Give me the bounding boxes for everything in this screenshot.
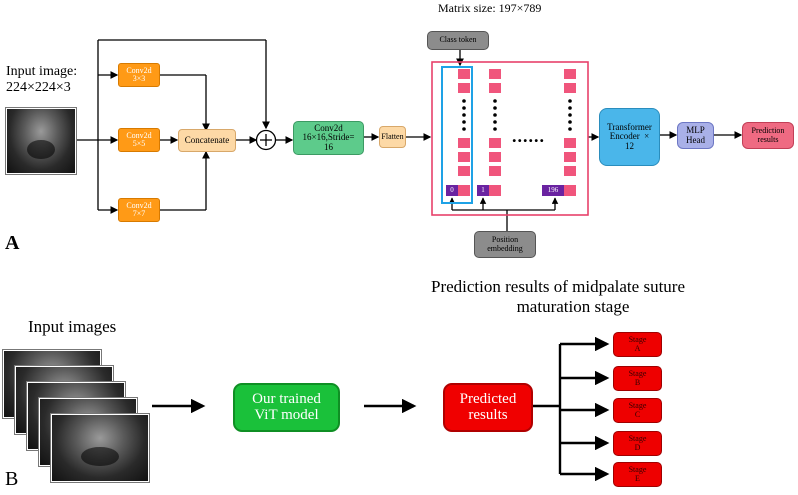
patch-square — [489, 69, 501, 79]
stage-b-box: Stage B — [613, 366, 662, 391]
patch-square — [564, 166, 576, 176]
patch-square — [458, 185, 470, 196]
patch-square — [564, 83, 576, 93]
prediction-title-line1: Prediction results of midpalate suture — [431, 277, 685, 296]
input-scan-5 — [51, 414, 149, 482]
class-token-frame — [441, 66, 473, 204]
transformer-encoder-box: Transformer Encoder × 12 — [599, 108, 660, 166]
conv2d-3x3-box: Conv2d 3×3 — [118, 63, 160, 87]
flatten-box: Flatten — [379, 126, 406, 148]
patch-square — [458, 166, 470, 176]
prediction-title: Prediction results of midpalate suture m… — [431, 277, 698, 318]
conv2d-16x16-box: Conv2d 16×16,Stride= 16 — [293, 121, 364, 155]
matrix-size-label: Matrix size: 197×789 — [438, 1, 542, 15]
mlp-head-box: MLP Head — [677, 122, 714, 149]
patch-sequence-frame — [431, 61, 589, 216]
input-label-line1: Input image: — [6, 64, 78, 79]
prediction-results-box: Prediction results — [742, 122, 794, 149]
patch-square — [489, 152, 501, 162]
stage-c-box: Stage C — [613, 398, 662, 423]
position-token-1: 1 — [477, 185, 489, 196]
position-embedding-box: Position embedding — [474, 231, 536, 258]
trained-vit-model-box: Our trained ViT model — [233, 383, 340, 432]
stage-d-box: Stage D — [613, 431, 662, 456]
patch-square — [564, 138, 576, 148]
position-token-196: 196 — [542, 185, 564, 196]
conv2d-7x7-box: Conv2d 7×7 — [118, 198, 160, 222]
patch-square — [458, 83, 470, 93]
patch-square — [489, 138, 501, 148]
patch-square — [564, 185, 576, 196]
panel-label-b: B — [5, 468, 19, 490]
panel-label-a: A — [5, 232, 20, 254]
patch-square — [458, 138, 470, 148]
input-label: Input image: 224×224×3 — [6, 64, 77, 96]
input-ct-image — [6, 108, 76, 174]
prediction-title-line2: maturation stage — [516, 297, 630, 317]
concatenate-box: Concatenate — [178, 129, 236, 152]
predicted-results-box: Predicted results — [443, 383, 533, 432]
stage-e-box: Stage E — [613, 462, 662, 487]
conv2d-5x5-box: Conv2d 5×5 — [118, 128, 160, 152]
patch-square — [564, 152, 576, 162]
class-token-box: Class token — [427, 31, 489, 50]
patch-square — [564, 69, 576, 79]
patch-square — [458, 152, 470, 162]
input-images-label: Input images — [28, 317, 117, 336]
patch-square — [489, 185, 501, 196]
sequence-ellipsis: ...... — [512, 126, 545, 146]
stage-a-box: Stage A — [613, 332, 662, 357]
patch-square — [489, 83, 501, 93]
position-token-0: 0 — [446, 185, 458, 196]
input-label-line2: 224×224×3 — [6, 80, 71, 96]
patch-square — [458, 69, 470, 79]
add-node — [255, 129, 277, 151]
patch-square — [489, 166, 501, 176]
